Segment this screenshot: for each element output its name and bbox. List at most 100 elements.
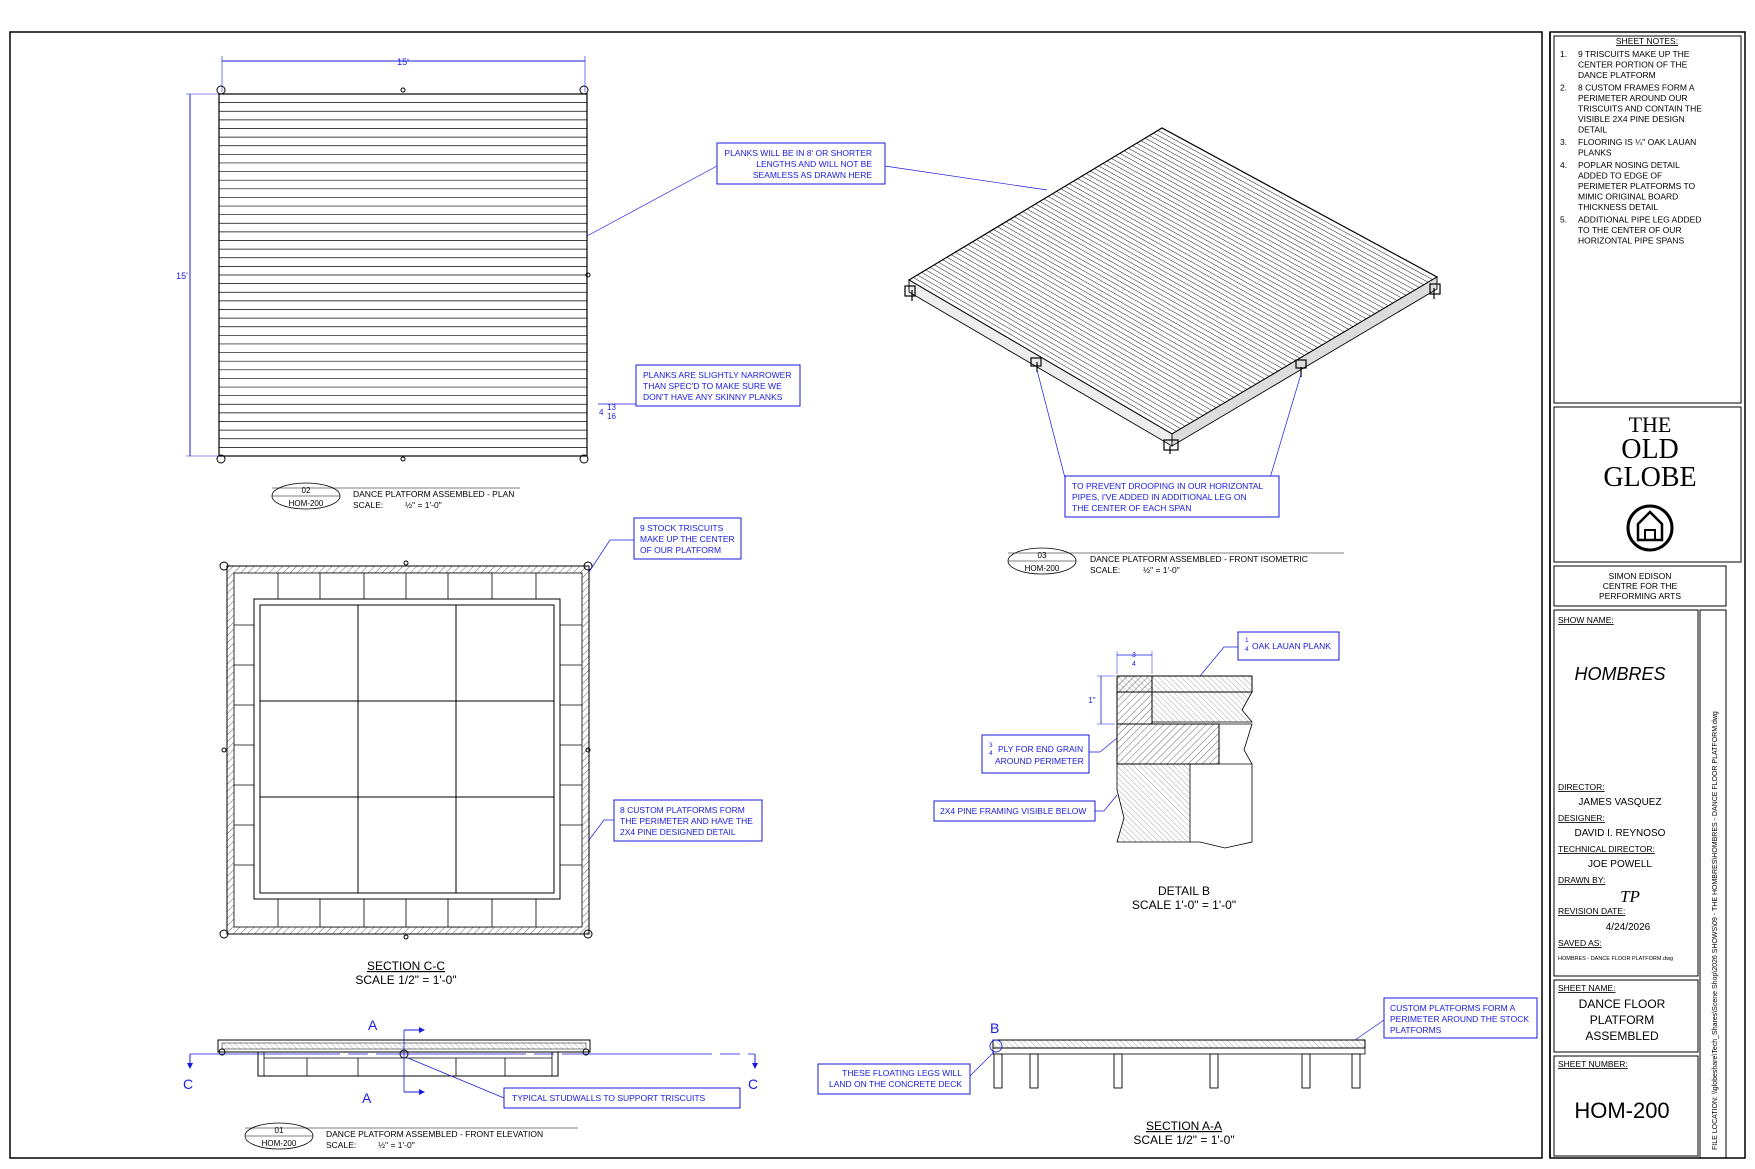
svg-text:SAVED AS:: SAVED AS: [1558,938,1602,948]
plan-planks [219,102,587,448]
svg-text:C: C [183,1076,193,1092]
sheet-note-line: TRISCUITS AND CONTAIN THE [1578,104,1702,114]
svg-text:CENTRE FOR THE: CENTRE FOR THE [1603,581,1678,591]
svg-text:LAND ON THE CONCRETE DECK: LAND ON THE CONCRETE DECK [829,1079,962,1089]
sheet-note-number: 1. [1560,49,1567,59]
svg-text:THESE FLOATING LEGS WILL: THESE FLOATING LEGS WILL [842,1068,962,1078]
sheet-note-number: 2. [1560,83,1567,93]
svg-text:4: 4 [1132,661,1136,668]
svg-text:JOE POWELL: JOE POWELL [1588,859,1652,870]
sheet-note-line: DETAIL [1578,125,1607,135]
plan-view: 15' 15' 13 4 16 [176,56,616,464]
note-custom-perimeter: CUSTOM PLATFORMS FORM A PERIMETER AROUND… [1354,997,1538,1041]
note-custom-platforms: 8 CUSTOM PLATFORMS FORM THE PERIMETER AN… [588,799,763,842]
svg-text:SHEET NAME:: SHEET NAME: [1558,983,1615,993]
sheet-note-number: 4. [1560,160,1567,170]
svg-text:DESIGNER:: DESIGNER: [1558,813,1605,823]
svg-text:9 STOCK TRISCUITS: 9 STOCK TRISCUITS [640,523,724,533]
svg-text:PLANKS WILL BE IN 8' OR SHORTE: PLANKS WILL BE IN 8' OR SHORTER [724,148,872,158]
svg-text:4: 4 [1245,646,1249,653]
section-cc-view: SECTION C-C SCALE 1/2" = 1'-0" [219,560,593,987]
logo-old: OLD [1621,434,1679,465]
sheet-note-line: FLOORING IS ¼" OAK LAUAN [1578,137,1696,147]
sheet-note-line: VISIBLE 2X4 PINE DESIGN [1578,114,1685,124]
svg-text:HOM-200: HOM-200 [262,1139,297,1148]
sheet-note-line: POPLAR NOSING DETAIL [1578,160,1680,170]
svg-text:HOM-200: HOM-200 [1025,564,1060,573]
svg-text:SHEET NUMBER:: SHEET NUMBER: [1558,1059,1628,1069]
svg-text:DANCE PLATFORM ASSEMBLED - PLA: DANCE PLATFORM ASSEMBLED - PLAN [353,489,514,499]
logo-globe: GLOBE [1603,462,1696,493]
svg-text:4: 4 [989,750,993,757]
svg-text:02: 02 [302,486,311,495]
svg-text:ASSEMBLED: ASSEMBLED [1585,1029,1659,1043]
svg-text:1": 1" [1088,696,1095,705]
svg-text:HOM-200: HOM-200 [289,499,324,508]
sheet-number: HOM-200 [1574,1098,1669,1123]
sheet-note-line: MIMIC ORIGINAL BOARD [1578,192,1678,202]
note-planks-narrow: PLANKS ARE SLIGHTLY NARROWER THAN SPEC'D… [598,364,801,407]
svg-text:SEAMLESS AS DRAWN HERE: SEAMLESS AS DRAWN HERE [753,170,873,180]
svg-text:SCALE:: SCALE: [353,500,383,510]
plan-height-dim: 15' [176,271,188,281]
iso-planks [913,130,1433,432]
section-aa-scale: SCALE 1/2" = 1'-0" [1133,1133,1234,1147]
svg-text:PLY FOR END GRAIN: PLY FOR END GRAIN [998,744,1083,754]
svg-text:SHOW NAME:: SHOW NAME: [1558,615,1614,625]
sheet-note-line: DANCE PLATFORM [1578,70,1656,80]
svg-text:DAVID I. REYNOSO: DAVID I. REYNOSO [1575,828,1666,839]
section-cc-title: SECTION C-C [367,959,445,973]
svg-text:1: 1 [1245,637,1249,644]
detail-b-title: DETAIL B [1158,884,1210,898]
svg-text:THAN SPEC'D TO MAKE SURE WE: THAN SPEC'D TO MAKE SURE WE [643,381,782,391]
svg-text:REVISION DATE:: REVISION DATE: [1558,906,1625,916]
note-studwalls: TYPICAL STUDWALLS TO SUPPORT TRISCUITS [407,1057,741,1109]
plan-small-dim-a: 13 [607,403,616,412]
svg-text:DIRECTOR:: DIRECTOR: [1558,782,1605,792]
section-cc-scale: SCALE 1/2" = 1'-0" [355,973,456,987]
sheet-note-line: 8 CUSTOM FRAMES FORM A [1578,83,1695,93]
note-stock-triscuits: 9 STOCK TRISCUITS MAKE UP THE CENTER OF … [588,517,742,573]
plan-small-dim-b: 4 [599,408,604,417]
svg-text:PERIMETER AROUND THE STOCK: PERIMETER AROUND THE STOCK [1390,1014,1529,1024]
sheet-note-line: PLANKS [1578,148,1612,158]
sheet-border [9,31,1543,1159]
svg-text:4/24/2026: 4/24/2026 [1606,922,1651,933]
detail-b-scale: SCALE 1'-0" = 1'-0" [1132,898,1236,912]
logo-the: THE [1629,412,1672,437]
svg-text:AROUND PERIMETER: AROUND PERIMETER [995,756,1084,766]
svg-text:PLATFORMS: PLATFORMS [1390,1025,1442,1035]
plan-small-dim-c: 16 [607,412,616,421]
section-aa-title: SECTION A-A [1146,1119,1222,1133]
title-block: SHEET NOTES: 1.9 TRISCUITS MAKE UP THECE… [1553,35,1742,1159]
svg-text:LENGTHS AND WILL NOT BE: LENGTHS AND WILL NOT BE [756,159,872,169]
title-block-border [1549,31,1746,1159]
svg-text:2X4 PINE DESIGNED DETAIL: 2X4 PINE DESIGNED DETAIL [620,827,736,837]
svg-text:HOMBRES - DANCE FLOOR PLATFORM: HOMBRES - DANCE FLOOR PLATFORM.dwg [1558,956,1673,962]
elevation-view-title: 01 HOM-200 DANCE PLATFORM ASSEMBLED - FR… [244,1122,578,1150]
svg-text:03: 03 [1038,551,1047,560]
isometric-view [904,127,1441,454]
svg-text:8 CUSTOM PLATFORMS FORM: 8 CUSTOM PLATFORMS FORM [620,805,745,815]
svg-text:DANCE PLATFORM ASSEMBLED - FRO: DANCE PLATFORM ASSEMBLED - FRONT ISOMETR… [1090,554,1308,564]
svg-text:SCALE:: SCALE: [326,1140,356,1150]
section-aa-view: B SECTION A-A SCALE 1/2" = 1'-0" [989,1020,1366,1147]
svg-text:PLANKS ARE SLIGHTLY NARROWER: PLANKS ARE SLIGHTLY NARROWER [643,370,791,380]
sheet-note-line: THICKNESS DETAIL [1578,202,1658,212]
detail-b-view: 3 4 1" DETAIL B SCALE 1'-0" = 1'-0" [1088,651,1253,912]
sheet-note-line: ADDED TO EDGE OF [1578,171,1662,181]
svg-text:DANCE FLOOR: DANCE FLOOR [1579,997,1666,1011]
note-planks-length: PLANKS WILL BE IN 8' OR SHORTER LENGTHS … [586,142,1048,237]
svg-text:CUSTOM PLATFORMS FORM A: CUSTOM PLATFORMS FORM A [1390,1003,1516,1013]
plan-view-title: 02 HOM-200 DANCE PLATFORM ASSEMBLED - PL… [271,482,520,510]
note-floating-legs: THESE FLOATING LEGS WILL LAND ON THE CON… [817,1051,995,1095]
svg-text:DON'T HAVE ANY SKINNY PLANKS: DON'T HAVE ANY SKINNY PLANKS [643,392,783,402]
note-ply-end-grain: 3 4 PLY FOR END GRAIN AROUND PERIMETER [981,734,1118,774]
svg-text:½" = 1'-0": ½" = 1'-0" [378,1140,415,1150]
sheet-note-line: PERIMETER PLATFORMS TO [1578,181,1696,191]
sheet-note-line: 9 TRISCUITS MAKE UP THE [1578,49,1690,59]
note-pine-framing: 2X4 PINE FRAMING VISIBLE BELOW [933,794,1118,822]
svg-text:3: 3 [989,742,993,749]
sheet-note-line: CENTER PORTION OF THE [1578,60,1688,70]
